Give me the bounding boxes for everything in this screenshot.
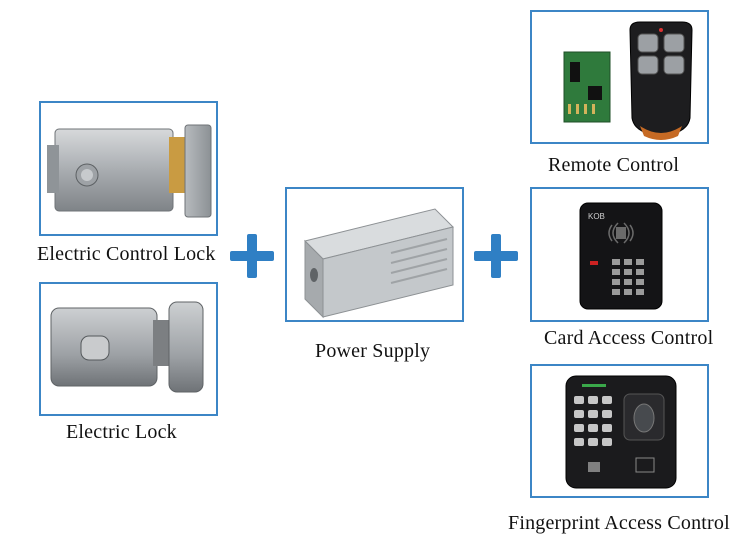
electric-control-lock-label: Electric Control Lock bbox=[37, 243, 216, 265]
fingerprint-access-control-frame bbox=[530, 364, 709, 498]
remote-control-label: Remote Control bbox=[548, 154, 680, 176]
fingerprint-access-control-image bbox=[565, 375, 677, 489]
card-access-control-label: Card Access Control bbox=[544, 327, 714, 349]
remote-control-image bbox=[563, 21, 693, 140]
power-supply-label: Power Supply bbox=[315, 340, 431, 362]
power-supply-image bbox=[304, 208, 454, 319]
electric-control-lock-frame bbox=[39, 101, 218, 236]
plus-icon bbox=[230, 234, 274, 278]
electric-lock-label: Electric Lock bbox=[66, 421, 177, 443]
remote-control-frame bbox=[530, 10, 709, 144]
card-access-control-frame: KOB bbox=[530, 187, 709, 322]
power-supply-frame bbox=[285, 187, 464, 322]
electric-control-lock-image bbox=[47, 124, 212, 218]
plus-icon bbox=[474, 234, 518, 278]
card-access-control-image: KOB bbox=[579, 202, 663, 310]
card-reader-brand: KOB bbox=[588, 212, 605, 221]
electric-lock-image bbox=[50, 301, 204, 393]
fingerprint-access-control-label: Fingerprint Access Control bbox=[508, 512, 730, 534]
electric-lock-frame bbox=[39, 282, 218, 416]
